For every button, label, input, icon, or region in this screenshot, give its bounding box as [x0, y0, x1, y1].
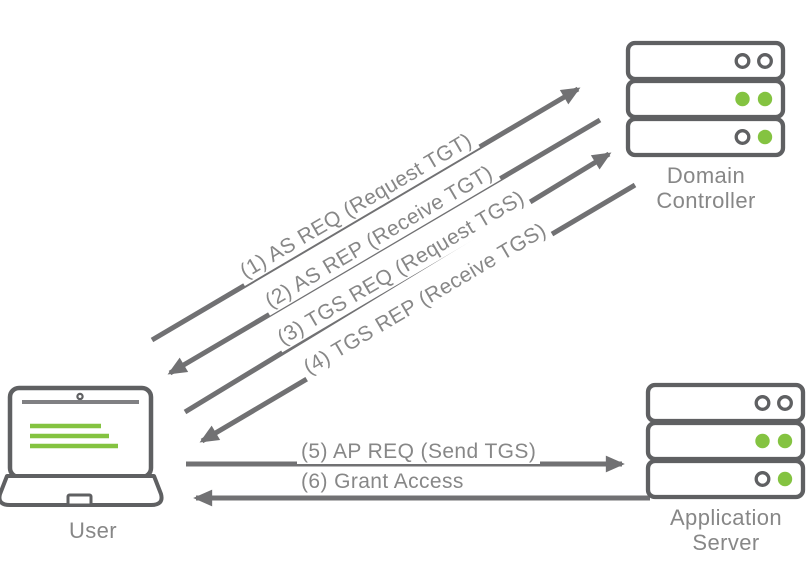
led-on	[735, 91, 750, 107]
node-label-domain-controller: Domain Controller	[656, 163, 756, 213]
led-off	[734, 53, 751, 69]
led-off	[734, 129, 751, 145]
laptop-icon	[0, 385, 164, 507]
led-off	[757, 53, 773, 69]
led-on	[777, 471, 793, 487]
server-unit	[645, 458, 806, 500]
laptop-base	[0, 474, 164, 507]
server-stack-icon	[625, 40, 786, 158]
server-stack-icon	[645, 382, 806, 500]
led-on	[757, 129, 773, 145]
node-label-application-server: Application Server	[669, 505, 783, 555]
message-label-6: (6) Grant Access	[297, 469, 468, 495]
node-label-user: User	[68, 518, 118, 543]
led-on	[757, 91, 773, 107]
server-unit	[625, 116, 786, 158]
laptop-trackpad	[66, 493, 93, 507]
led-off	[754, 395, 771, 411]
webcam-icon	[76, 392, 84, 401]
message-label-5: (5) AP REQ (Send TGS)	[297, 439, 541, 465]
led-on	[755, 433, 770, 449]
led-off	[754, 471, 771, 487]
led-off	[777, 395, 793, 411]
led-on	[777, 433, 793, 449]
